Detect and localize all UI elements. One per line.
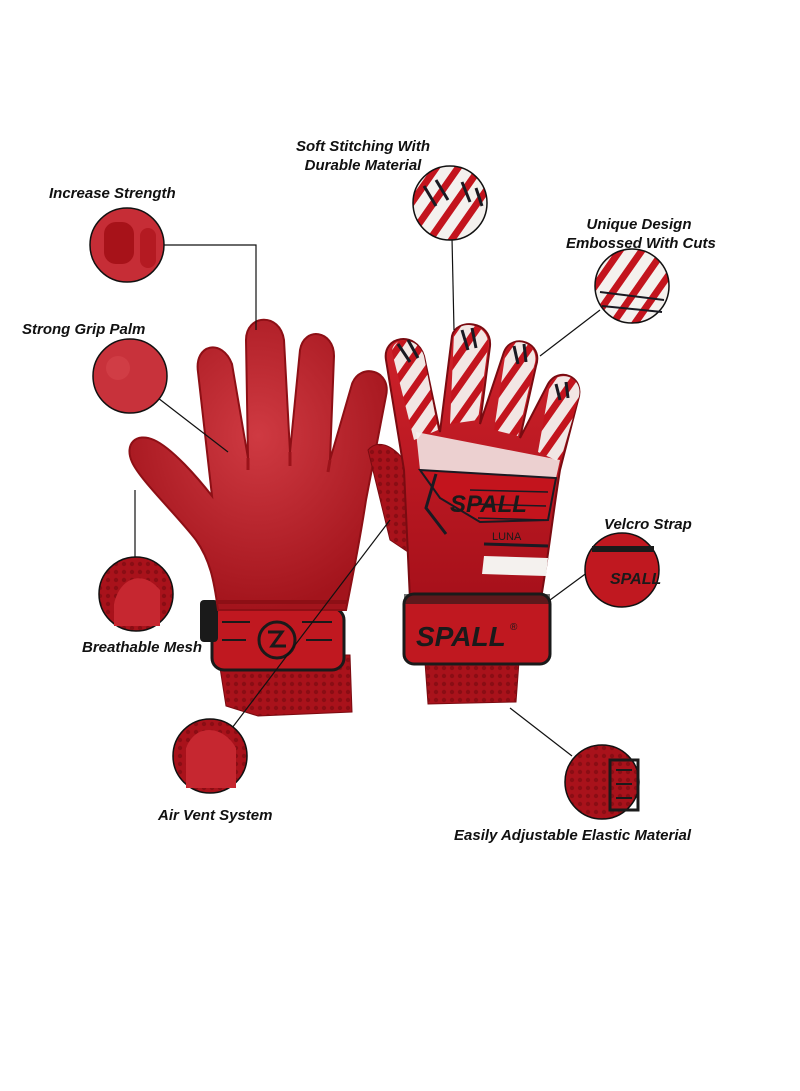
label-unique-design-line1: Unique Design (586, 216, 692, 233)
velcro-detail-logo: SPALL (610, 571, 661, 588)
left-glove-palm (128, 318, 388, 717)
label-breathable-mesh: Breathable Mesh (82, 639, 203, 656)
label-elastic-material: Easily Adjustable Elastic Material (454, 827, 692, 844)
label-unique-design-line2: Embossed With Cuts (566, 235, 716, 252)
strap-registered-mark: ® (510, 622, 518, 633)
label-air-vent-system: Air Vent System (158, 807, 273, 824)
strap-logo: SPALL (416, 621, 506, 652)
label-velcro-strap: Velcro Strap (604, 516, 692, 533)
detail-circle-design (594, 248, 670, 324)
callout-lines (134, 237, 601, 757)
label-soft-stitching: Soft Stitching With Durable Material (290, 137, 436, 175)
detail-circle-strength (89, 207, 165, 283)
left-glove-hand (128, 318, 388, 611)
detail-circle-grip (92, 338, 168, 414)
detail-circle-vent (172, 718, 248, 794)
label-increase-strength: Increase Strength (49, 185, 176, 202)
right-glove-back (367, 323, 581, 705)
detail-circle-stitching (412, 165, 488, 241)
label-unique-design: Unique Design Embossed With Cuts (566, 215, 716, 253)
label-strong-grip-palm: Strong Grip Palm (22, 321, 146, 338)
label-soft-stitching-line2: Durable Material (304, 157, 422, 174)
right-glove-model: LUNA (492, 531, 522, 543)
detail-circle-elastic (564, 744, 640, 820)
label-soft-stitching-line1: Soft Stitching With (295, 138, 430, 155)
right-velcro-strap (402, 592, 552, 666)
detail-circle-mesh (98, 556, 174, 632)
right-glove-logo: SPALL (450, 491, 527, 518)
detail-circle-velcro (584, 532, 660, 608)
